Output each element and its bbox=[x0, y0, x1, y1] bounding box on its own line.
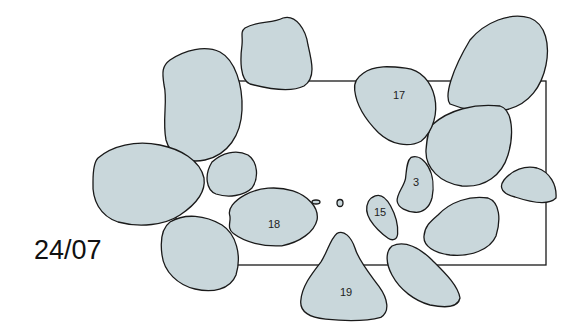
stone bbox=[241, 17, 312, 89]
numbered-stone: 17 bbox=[353, 63, 438, 148]
callout-number: 15 bbox=[374, 207, 386, 218]
stone bbox=[93, 143, 204, 225]
callout-number: 3 bbox=[413, 177, 419, 188]
stone-outline bbox=[298, 230, 390, 321]
stone bbox=[163, 49, 242, 161]
numbered-stone: 3 bbox=[396, 155, 434, 214]
date-label: 24/07 bbox=[34, 237, 102, 264]
numbered-stone: 15 bbox=[365, 194, 399, 241]
stone bbox=[424, 197, 499, 255]
small-hole bbox=[337, 200, 343, 207]
stone-outline bbox=[365, 194, 399, 241]
callout-number: 19 bbox=[340, 287, 352, 298]
small-hole bbox=[312, 200, 320, 204]
stone bbox=[161, 216, 238, 290]
callout-number: 17 bbox=[393, 90, 405, 101]
stone-outline bbox=[353, 63, 438, 148]
numbered-stone: 18 bbox=[226, 186, 319, 247]
stone bbox=[448, 16, 547, 111]
stone-outline bbox=[226, 186, 319, 247]
stone bbox=[207, 152, 256, 196]
stone bbox=[387, 244, 460, 307]
numbered-stone: 19 bbox=[298, 230, 390, 321]
callout-number: 18 bbox=[268, 219, 280, 230]
stone bbox=[426, 105, 512, 186]
stone bbox=[501, 167, 556, 202]
